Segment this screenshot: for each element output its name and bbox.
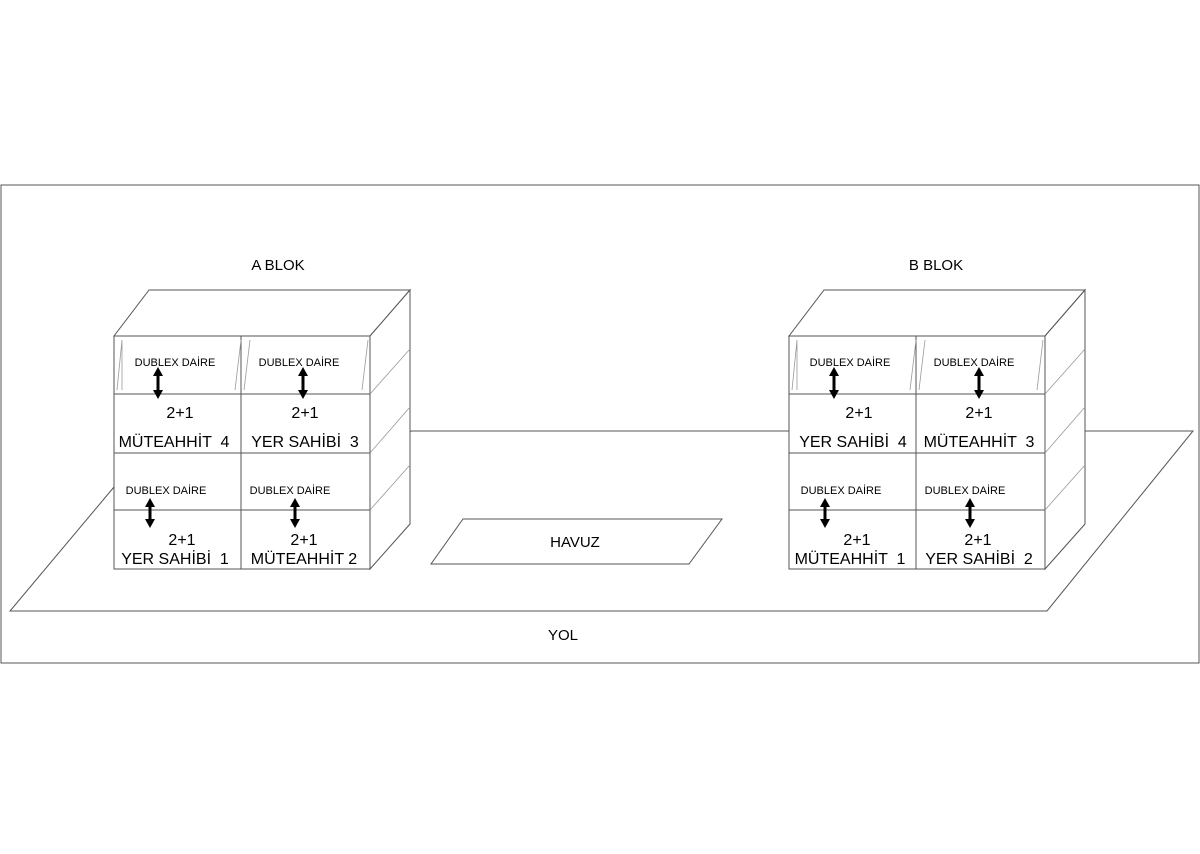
block-a-side-floor-line xyxy=(369,406,411,454)
unit-rooms: 2+1 xyxy=(168,532,195,549)
block-a: A BLOK DUBLEX DAİRE 2+1 MÜTEAHHİT 4 xyxy=(112,257,412,571)
unit-owner: YER SAHİBİ 3 xyxy=(251,432,359,451)
block-b-loft-line xyxy=(918,339,926,391)
block-b-loft-line xyxy=(909,339,917,391)
block-a-loft-line xyxy=(234,339,242,391)
unit-dublex-label: DUBLEX DAİRE xyxy=(925,484,1006,497)
block-a-side-floor-line xyxy=(369,348,411,395)
pool xyxy=(430,518,723,565)
road-label: YOL xyxy=(548,627,578,644)
outer-frame xyxy=(0,184,1200,664)
block-a-side-floor-line xyxy=(369,464,411,511)
unit-owner: MÜTEAHHİT 3 xyxy=(924,432,1035,451)
unit-dublex-label: DUBLEX DAİRE xyxy=(135,356,216,369)
unit-owner: YER SAHİBİ 1 xyxy=(121,549,229,568)
block-b-side-floor-line xyxy=(1044,464,1086,511)
unit-owner: MÜTEAHHİT 1 xyxy=(795,549,906,568)
unit-owner: MÜTEAHHİT 4 xyxy=(119,432,230,451)
unit-dublex-label: DUBLEX DAİRE xyxy=(801,484,882,497)
block-b-roof xyxy=(787,289,1087,337)
double-arrow-icon xyxy=(974,367,984,399)
unit-rooms: 2+1 xyxy=(964,532,991,549)
block-b-title: B BLOK xyxy=(909,257,963,274)
unit-dublex-label: DUBLEX DAİRE xyxy=(810,356,891,369)
unit-rooms: 2+1 xyxy=(290,532,317,549)
double-arrow-icon xyxy=(145,498,155,528)
pool-label: HAVUZ xyxy=(550,534,600,551)
block-b-loft-line xyxy=(1036,339,1044,391)
unit-owner: YER SAHİBİ 2 xyxy=(925,549,1033,568)
double-arrow-icon xyxy=(829,367,839,399)
unit-rooms: 2+1 xyxy=(965,405,992,422)
unit-dublex-label: DUBLEX DAİRE xyxy=(934,356,1015,369)
unit-rooms: 2+1 xyxy=(845,405,872,422)
block-b-loft-line xyxy=(791,339,798,391)
block-a-loft-line xyxy=(243,339,251,391)
unit-dublex-label: DUBLEX DAİRE xyxy=(250,484,331,497)
double-arrow-icon xyxy=(298,367,308,399)
double-arrow-icon xyxy=(153,367,163,399)
double-arrow-icon xyxy=(820,498,830,528)
unit-rooms: 2+1 xyxy=(291,405,318,422)
block-b-side-floor-line xyxy=(1044,348,1086,395)
unit-owner: YER SAHİBİ 4 xyxy=(799,432,907,451)
block-b: B BLOK DUBLEX DAİRE 2+1 YER SAHİBİ 4 DUB… xyxy=(787,257,1087,571)
double-arrow-icon xyxy=(290,498,300,528)
block-a-loft-line xyxy=(361,339,369,391)
double-arrow-icon xyxy=(965,498,975,528)
block-a-title: A BLOK xyxy=(251,257,304,274)
unit-rooms: 2+1 xyxy=(166,405,193,422)
unit-owner: MÜTEAHHİT 2 xyxy=(251,549,357,568)
unit-dublex-label: DUBLEX DAİRE xyxy=(126,484,207,497)
block-b-side-floor-line xyxy=(1044,406,1086,454)
block-a-loft-line xyxy=(116,339,123,391)
unit-dublex-label: DUBLEX DAİRE xyxy=(259,356,340,369)
block-a-roof xyxy=(112,289,412,337)
unit-rooms: 2+1 xyxy=(843,532,870,549)
